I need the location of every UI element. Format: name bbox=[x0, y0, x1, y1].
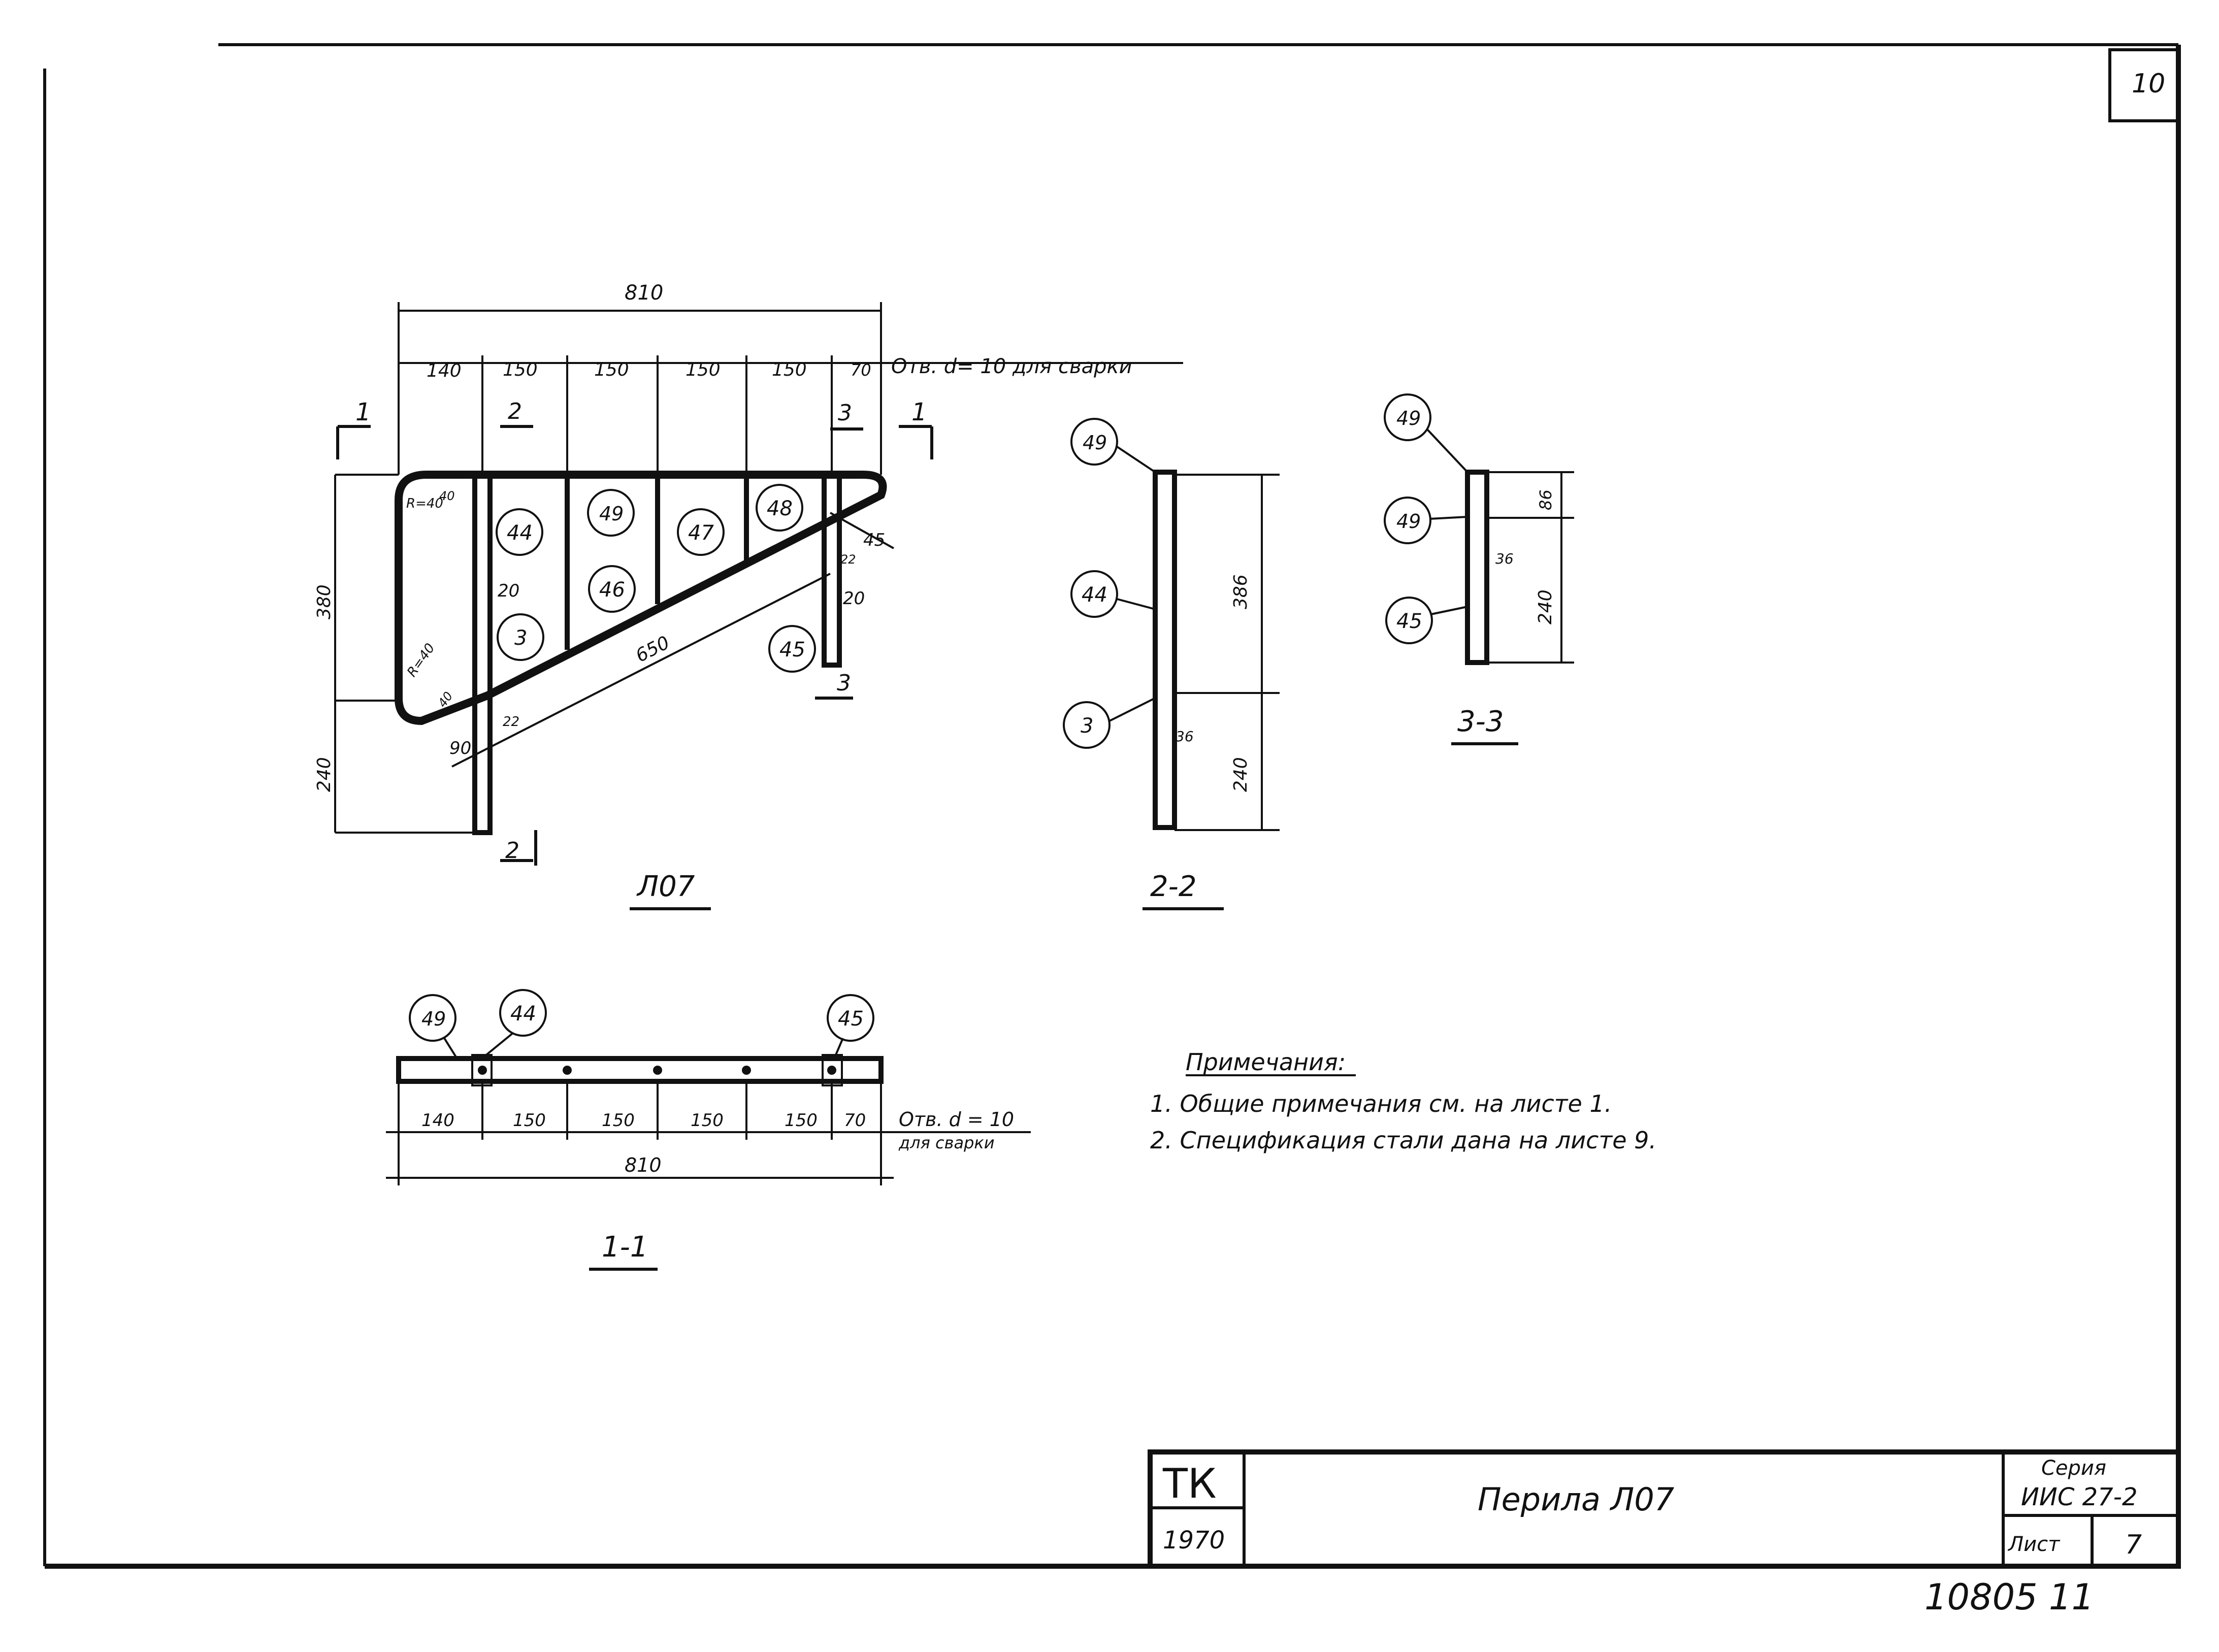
callout-3-section-2-2: 3 bbox=[1081, 714, 1093, 738]
plan-note-line-2: для сварки bbox=[898, 1133, 995, 1152]
callout-3: 3 bbox=[514, 626, 527, 650]
handrail-plan-bar bbox=[396, 1056, 884, 1084]
plan-seg-2: 150 bbox=[513, 1110, 546, 1131]
dim-total-810: 810 bbox=[625, 281, 663, 305]
dim-seg-3: 150 bbox=[594, 359, 629, 380]
weld-hole-4 bbox=[742, 1066, 751, 1075]
main-view-title: Л07 bbox=[636, 870, 695, 903]
section-3-3-view: 86 240 36 49 49 45 3-3 bbox=[1384, 393, 1574, 745]
dim-20-left: 20 bbox=[498, 581, 519, 601]
main-view: 810 140 150 150 150 150 70 Отв. d= 10 дл… bbox=[314, 281, 1183, 910]
dim-seg-2: 150 bbox=[503, 359, 538, 380]
section-mark-3-bottom: 3 bbox=[837, 670, 851, 696]
plan-seg-3: 150 bbox=[602, 1110, 635, 1131]
dim-20-right: 20 bbox=[843, 588, 865, 609]
dim-radius-top: R=40 bbox=[406, 496, 443, 511]
dim-left-380: 380 bbox=[314, 584, 335, 619]
section-2-2-title: 2-2 bbox=[1150, 870, 1196, 903]
series-label: Серия bbox=[2041, 1457, 2106, 1480]
title-block: ТК 1970 Перила Л07 Серия ИИС 27-2 Лист 7 bbox=[1148, 1449, 2181, 1569]
post-45 bbox=[822, 472, 842, 668]
callout-44-section-2-2: 44 bbox=[1082, 583, 1107, 607]
post-44 bbox=[472, 472, 493, 835]
callout-49-section-3-3-mid: 49 bbox=[1396, 510, 1421, 533]
plan-seg-1: 140 bbox=[421, 1110, 454, 1131]
dim-240-section-3-3: 240 bbox=[1535, 589, 1556, 624]
dim-386: 386 bbox=[1230, 574, 1251, 609]
notes-heading: Примечания: bbox=[1186, 1048, 1346, 1076]
sheet-frame bbox=[43, 43, 2181, 1569]
dim-radius-bottom: R=40 bbox=[404, 641, 438, 680]
callout-46: 46 bbox=[599, 578, 625, 602]
callout-47: 47 bbox=[688, 521, 714, 545]
weld-hole-2 bbox=[563, 1066, 572, 1075]
notes-block: Примечания: 1. Общие примечания см. на л… bbox=[1150, 1048, 1656, 1154]
dim-seg-4: 150 bbox=[686, 359, 721, 380]
series-value: ИИС 27-2 bbox=[2021, 1483, 2138, 1511]
dim-650: 650 bbox=[632, 632, 673, 667]
dim-86: 86 bbox=[1536, 489, 1555, 510]
note-item-2: 2. Спецификация стали дана на листе 9. bbox=[1150, 1127, 1656, 1154]
dim-36-section-3-3: 36 bbox=[1495, 550, 1514, 567]
plan-total-810: 810 bbox=[625, 1154, 662, 1176]
title-block-org: ТК bbox=[1162, 1460, 1217, 1507]
hole-note: Отв. d= 10 для сварки bbox=[891, 355, 1132, 378]
title-block-year: 1970 bbox=[1163, 1526, 1225, 1555]
section-mark-2-top: 2 bbox=[508, 399, 522, 424]
dim-240-section-2-2: 240 bbox=[1230, 757, 1251, 792]
callout-45-plan: 45 bbox=[838, 1007, 864, 1031]
section-1-1-title: 1-1 bbox=[602, 1231, 648, 1264]
dim-40-top: 40 bbox=[439, 489, 455, 503]
sheet-value: 7 bbox=[2125, 1530, 2142, 1560]
callout-49-plan: 49 bbox=[421, 1008, 446, 1030]
section-2-2-view: 386 240 36 49 44 3 2-2 bbox=[1063, 418, 1280, 910]
weld-hole-1 bbox=[478, 1066, 487, 1075]
dim-22-right: 22 bbox=[840, 552, 856, 567]
note-item-1: 1. Общие примечания см. на листе 1. bbox=[1150, 1090, 1612, 1117]
callout-44: 44 bbox=[507, 521, 533, 545]
section-mark-1-right: 1 bbox=[911, 398, 927, 426]
footer-code: 10805 11 bbox=[1924, 1576, 2094, 1618]
callout-49-section-2-2: 49 bbox=[1083, 432, 1107, 454]
post-section-3-3 bbox=[1465, 470, 1489, 665]
section-mark-2-bottom: 2 bbox=[505, 838, 519, 864]
dim-90: 90 bbox=[449, 738, 471, 758]
dim-left-240: 240 bbox=[314, 757, 335, 792]
dim-36-section-2-2: 36 bbox=[1176, 728, 1194, 745]
weld-hole-3 bbox=[653, 1066, 662, 1075]
sheet-label: Лист bbox=[2007, 1533, 2061, 1556]
section-3-3-title: 3-3 bbox=[1457, 705, 1504, 738]
plan-seg-5: 150 bbox=[785, 1110, 818, 1131]
railing-frame-outline bbox=[395, 471, 887, 725]
drawing-title: Перила Л07 bbox=[1478, 1481, 1674, 1518]
callout-45-section-3-3: 45 bbox=[1396, 610, 1422, 633]
dim-seg-5: 150 bbox=[772, 359, 807, 380]
plan-seg-6: 70 bbox=[844, 1110, 866, 1131]
callout-45: 45 bbox=[779, 638, 805, 662]
dim-seg-6: 70 bbox=[851, 360, 871, 380]
callout-49: 49 bbox=[599, 503, 624, 525]
dim-seg-1: 140 bbox=[427, 360, 462, 381]
section-mark-3-top: 3 bbox=[838, 400, 852, 426]
section-mark-1-left: 1 bbox=[355, 398, 371, 426]
callout-48: 48 bbox=[767, 497, 793, 520]
weld-hole-5 bbox=[827, 1066, 836, 1075]
dim-22-left: 22 bbox=[503, 714, 519, 730]
sheet-number: 10 bbox=[2132, 69, 2165, 99]
plan-note-line-1: Отв. d = 10 bbox=[899, 1108, 1014, 1131]
callout-49-section-3-3-top: 49 bbox=[1396, 407, 1421, 429]
post-section-2-2 bbox=[1153, 470, 1177, 830]
section-1-1-view: 140 150 150 150 150 70 810 Отв. d = 10 д… bbox=[386, 989, 1031, 1271]
callout-44-plan: 44 bbox=[510, 1002, 536, 1026]
plan-seg-4: 150 bbox=[691, 1110, 724, 1131]
